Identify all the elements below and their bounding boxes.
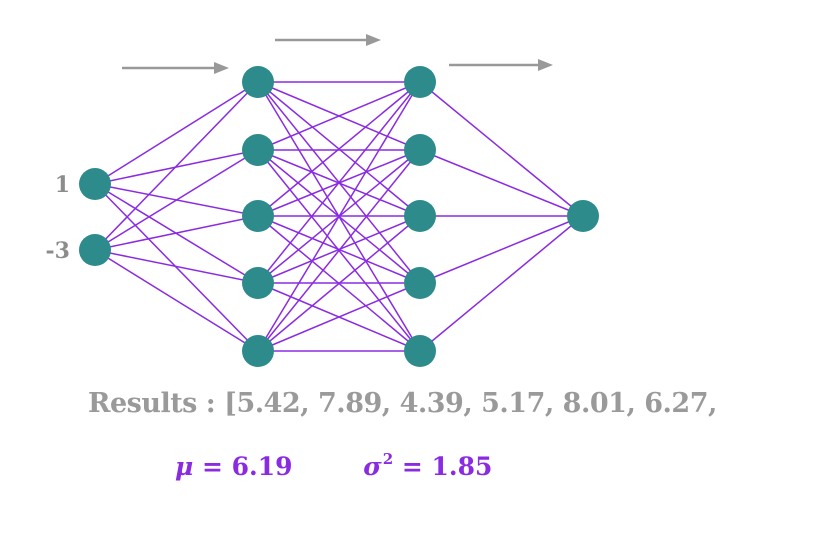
- input-node-2: [79, 234, 111, 266]
- hidden2-node-1: [404, 66, 436, 98]
- flow-arrow-3: [449, 59, 553, 71]
- statistics-line: μ = 6.19 σ2 = 1.85: [175, 450, 493, 481]
- mean-value: = 6.19: [193, 452, 293, 481]
- edge-l2-2-1: [257, 81, 421, 151]
- mean-stat: μ = 6.19: [175, 452, 293, 481]
- variance-symbol: σ: [363, 452, 382, 481]
- edge-l2-5-1: [257, 81, 421, 352]
- network-nodes: [79, 66, 599, 367]
- edge-l1-2-2: [94, 149, 259, 251]
- results-values: [5.42, 7.89, 4.39, 5.17, 8.01, 6.27,: [224, 388, 717, 419]
- hidden1-node-5: [242, 335, 274, 367]
- input-label-1: 1: [55, 172, 70, 198]
- edge-l3-5-1: [419, 215, 584, 352]
- edge-l1-2-5: [94, 249, 259, 352]
- edge-l3-1-1: [419, 81, 584, 217]
- variance-value: = 1.85: [393, 452, 493, 481]
- edge-l1-1-1: [94, 81, 259, 185]
- variance-exponent: 2: [382, 450, 394, 468]
- edge-l2-3-1: [257, 81, 421, 217]
- edge-l2-5-3: [257, 215, 421, 352]
- variance-stat: σ2 = 1.85: [363, 450, 493, 481]
- results-label: Results: [88, 388, 197, 419]
- results-separator: :: [196, 388, 225, 419]
- mean-symbol: μ: [175, 452, 194, 481]
- network-edges: [94, 81, 584, 352]
- flow-arrow-1: [122, 62, 229, 74]
- edge-l2-5-2: [257, 149, 421, 352]
- edge-l3-2-1: [419, 149, 584, 217]
- hidden1-node-4: [242, 267, 274, 299]
- output-node-1: [567, 200, 599, 232]
- input-node-1: [79, 168, 111, 200]
- edge-l2-5-4: [257, 282, 421, 352]
- edge-l1-2-1: [94, 81, 259, 251]
- hidden2-node-4: [404, 267, 436, 299]
- edge-l1-1-5: [94, 183, 259, 352]
- hidden2-node-3: [404, 200, 436, 232]
- edge-l2-4-1: [257, 81, 421, 284]
- hidden1-node-1: [242, 66, 274, 98]
- input-labels: 1 -3: [46, 172, 70, 264]
- hidden1-node-3: [242, 200, 274, 232]
- flow-arrows: [122, 34, 553, 74]
- input-label-2: -3: [46, 238, 70, 264]
- edge-l1-2-4: [94, 249, 259, 284]
- edge-l3-4-1: [419, 215, 584, 284]
- hidden2-node-2: [404, 134, 436, 166]
- edge-l1-2-3: [94, 215, 259, 251]
- hidden2-node-5: [404, 335, 436, 367]
- results-line: Results : [5.42, 7.89, 4.39, 5.17, 8.01,…: [88, 388, 717, 419]
- hidden1-node-2: [242, 134, 274, 166]
- flow-arrow-2: [275, 34, 381, 46]
